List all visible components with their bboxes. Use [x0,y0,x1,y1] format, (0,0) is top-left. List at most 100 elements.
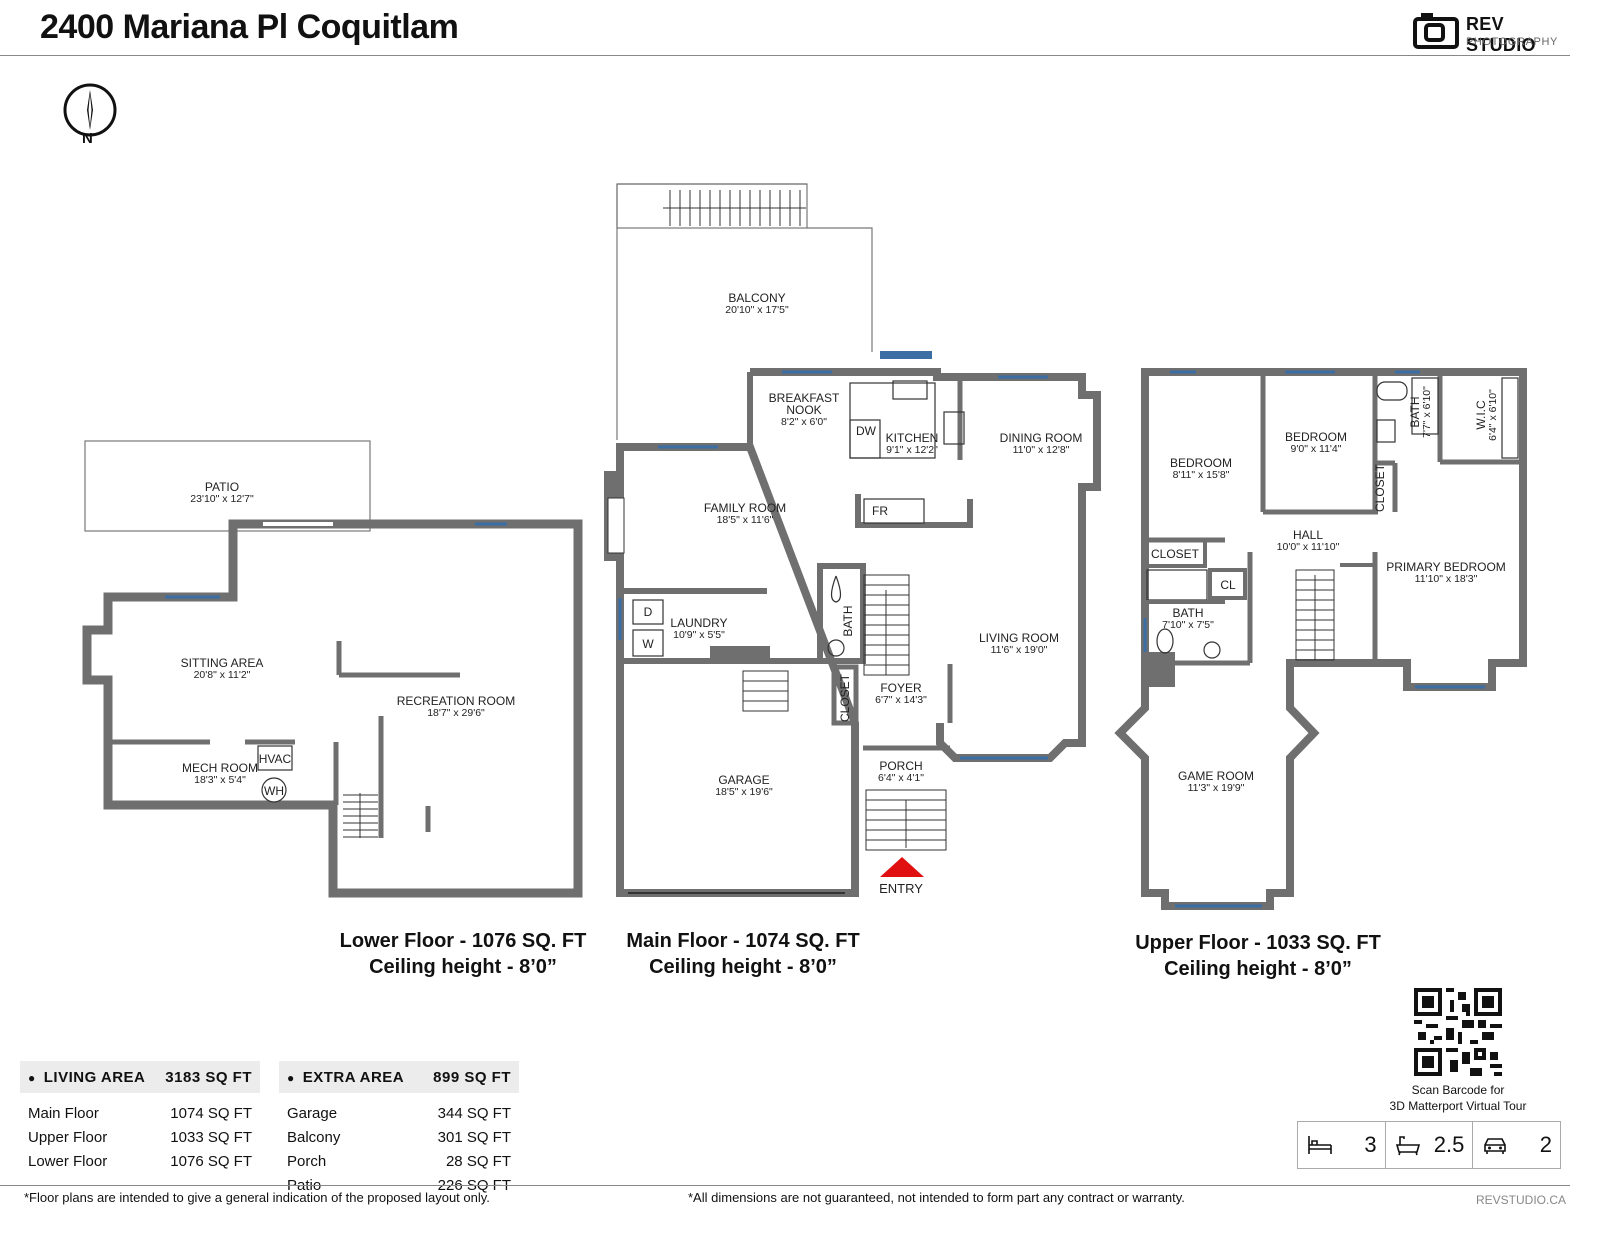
lower-exterior-walls [82,519,583,898]
room-dims-recreation-room: 18'7" x 29'6" [427,707,485,719]
brand-tagline: PHOTOGRAPHY [1466,36,1558,48]
sink [1376,419,1396,443]
entry-label: ENTRY [879,881,923,896]
row-value: 301 SQ FT [437,1128,511,1146]
beds-stat: 3 [1298,1122,1386,1168]
main-bath-label: BATH [841,605,855,636]
room-dims-mech-room: 18'3" x 5'4" [194,774,246,786]
wh-label: WH [264,784,284,798]
extra-area-table: EXTRA AREA 899 SQ FT Garage 344 SQ FT Ba… [279,1061,519,1197]
room-name-dining-room: DINING ROOM [1000,431,1083,445]
table-row: Porch 28 SQ FT [279,1149,519,1173]
room-name-breakfast-nook-2: NOOK [786,403,821,417]
room-dims-porch: 6'4" x 4'1" [878,772,924,784]
main-closet-label: CLOSET [838,673,852,722]
extra-area-total: 899 SQ FT [433,1068,511,1086]
room-name-game-room: GAME ROOM [1178,769,1254,783]
room-dims-sitting-area: 20'8" x 11'2" [194,669,251,681]
lower-floor-ceiling: Ceiling height - 8’0” [369,956,557,978]
laundry-stairs [742,670,789,712]
footer-divider [0,1185,1570,1186]
sink [1203,641,1221,659]
room-name-patio: PATIO [205,480,239,494]
row-label: Main Floor [28,1104,99,1122]
toilet [827,639,845,657]
hvac-unit [257,745,293,771]
porch-stairs [865,789,947,851]
qr-code[interactable] [1414,988,1502,1076]
room-dims-primary-bedroom: 11'10" x 18'3" [1415,573,1478,585]
sink [830,575,842,603]
water-heater [261,777,287,803]
table-row: Balcony 301 SQ FT [279,1125,519,1149]
room-dims-hall: 10'0" x 11'10" [1277,541,1340,553]
entry-arrow-icon [880,857,924,877]
beds-count: 3 [1364,1132,1377,1157]
upper-floor-caption: Upper Floor - 1033 SQ. FT Ceiling height… [1118,930,1398,982]
room-name-breakfast-nook: BREAKFAST [769,391,840,405]
room-name-upper-bath-small: BATH [1408,396,1422,427]
bathtub [1146,569,1208,601]
upper-side-closet-label: CLOSET [1373,463,1387,512]
baths-stat: 2.5 [1386,1122,1474,1168]
washer-label: W [642,637,654,651]
cars-stat: 2 [1473,1122,1560,1168]
balcony-stairs [663,190,806,226]
living-area-header: LIVING AREA 3183 SQ FT [20,1061,260,1093]
row-label: Porch [287,1152,327,1170]
main-closet-walls [831,664,859,726]
qr-caption-line1: Scan Barcode for [1411,1083,1505,1097]
bathtub-icon [1395,1136,1420,1156]
room-name-mech-room: MECH ROOM [182,761,258,775]
header-divider [0,55,1570,56]
table-row: Main Floor 1074 SQ FT [20,1101,260,1125]
room-dims-garage: 18'5" x 19'6" [715,786,773,798]
toilet [1156,628,1174,654]
room-name-kitchen: KITCHEN [886,431,939,445]
upper-closet-label: CLOSET [1151,547,1200,561]
camera-logo-icon [1413,13,1459,49]
room-name-wic: W.I.C [1474,400,1488,430]
balcony-outline [616,183,873,440]
car-icon [1484,1138,1507,1154]
living-area-label: LIVING AREA [28,1069,145,1086]
row-value: 1076 SQ FT [170,1152,252,1170]
washer [632,629,664,657]
patio-outline [84,440,371,532]
room-name-laundry: LAUNDRY [670,616,727,630]
room-name-living-room: LIVING ROOM [979,631,1059,645]
room-name-recreation-room: RECREATION ROOM [397,694,515,708]
main-floor-caption: Main Floor - 1074 SQ. FT Ceiling height … [603,928,883,980]
row-value: 28 SQ FT [445,1152,511,1170]
room-dims-breakfast-nook: 8'2" x 6'0" [781,416,827,428]
fridge [863,498,925,524]
row-value: 1033 SQ FT [170,1128,252,1146]
room-name-hall: HALL [1293,528,1323,542]
room-dims-kitchen: 9'1" x 12'2" [886,444,938,456]
row-value: 1074 SQ FT [170,1104,252,1122]
room-dims-bedroom-1: 8'11" x 15'8" [1173,469,1230,481]
row-label: Garage [287,1104,338,1122]
toilet [1376,381,1408,401]
upper-closet-walls [1143,538,1207,568]
room-name-upper-bath: BATH [1172,606,1203,620]
chase-wall [1145,652,1175,687]
upper-floor-ceiling: Ceiling height - 8’0” [1164,958,1352,980]
dishwasher [849,419,881,459]
wic-shelf [1501,377,1519,459]
upper-stairs [1295,569,1335,661]
fireplace [607,497,625,554]
brand-logo: REV STUDIO PHOTOGRAPHY [1412,8,1572,55]
website-link[interactable]: REVSTUDIO.CA [1476,1193,1567,1207]
room-dims-balcony: 20'10" x 17'5" [725,304,789,316]
window [880,351,932,359]
upper-floor-plan: BEDROOM 8'11" x 15'8" BEDROOM 9'0" x 11'… [1114,368,1527,910]
room-name-primary-bedroom: PRIMARY BEDROOM [1386,560,1506,574]
cl-label: CL [1220,578,1236,592]
row-label: Upper Floor [28,1128,108,1146]
bed-icon [1308,1136,1332,1154]
room-name-foyer: FOYER [880,681,922,695]
table-row: Garage 344 SQ FT [279,1101,519,1125]
room-dims-bedroom-2: 9'0" x 11'4" [1291,443,1342,455]
